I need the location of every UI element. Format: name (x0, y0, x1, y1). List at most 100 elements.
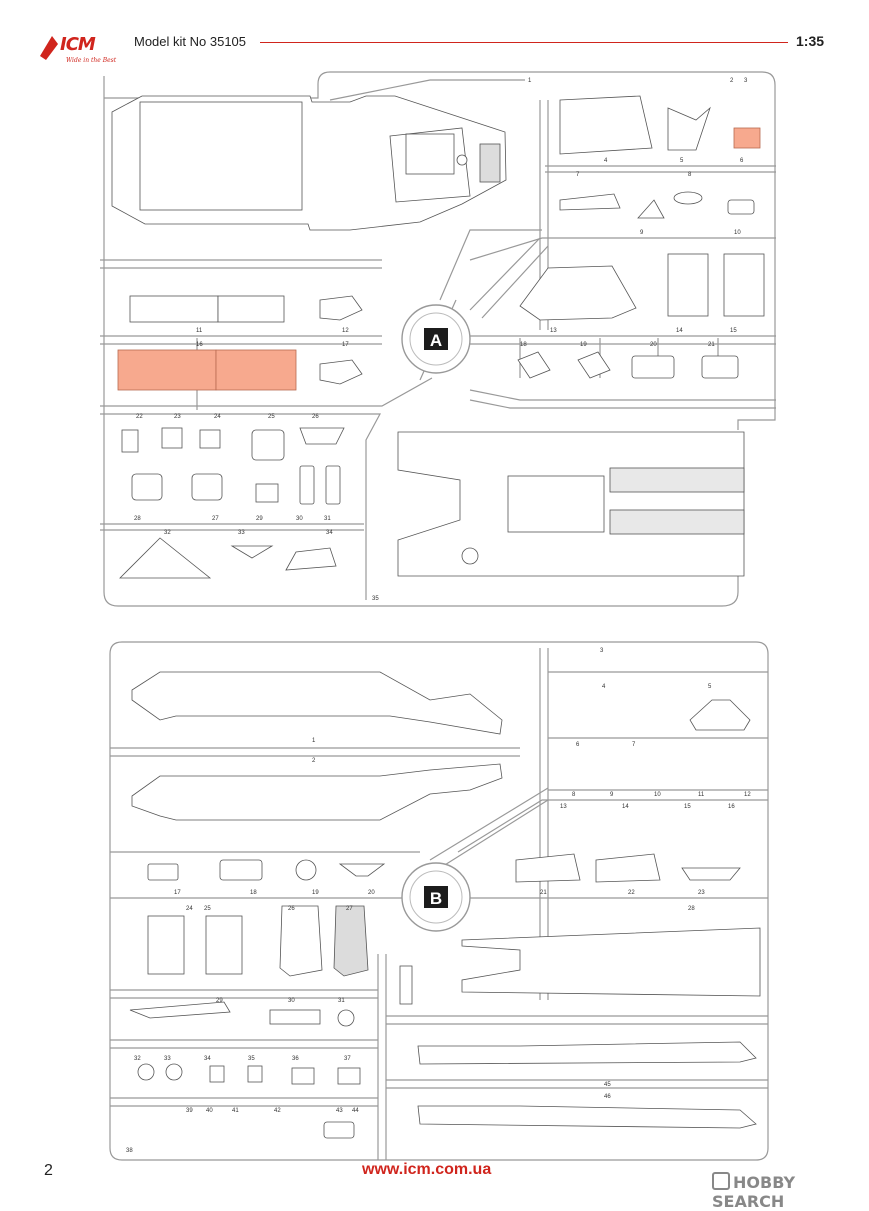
svg-text:35: 35 (248, 1056, 255, 1062)
kit-scale: 1:35 (796, 33, 825, 49)
svg-text:7: 7 (632, 742, 636, 748)
svg-text:33: 33 (238, 530, 245, 536)
svg-text:37: 37 (344, 1056, 351, 1062)
sprue-a-parts (111, 95, 765, 579)
svg-text:13: 13 (550, 328, 557, 334)
svg-text:28: 28 (134, 516, 141, 522)
svg-text:14: 14 (676, 328, 683, 334)
svg-text:5: 5 (708, 684, 712, 690)
svg-text:25: 25 (268, 414, 275, 420)
sprue-b-label-box (424, 886, 448, 908)
svg-text:27: 27 (346, 906, 353, 912)
svg-text:14: 14 (622, 804, 629, 810)
svg-text:20: 20 (368, 890, 375, 896)
svg-text:34: 34 (204, 1056, 211, 1062)
svg-text:33: 33 (164, 1056, 171, 1062)
brand-logo-text: ICM (60, 34, 96, 55)
svg-text:42: 42 (274, 1108, 281, 1114)
svg-text:41: 41 (232, 1108, 239, 1114)
svg-text:8: 8 (688, 172, 692, 178)
svg-text:44: 44 (352, 1108, 359, 1114)
part-number-labels: 1 2 3 4 5 6 7 8 9 10 11 12 13 14 15 16 1… (126, 78, 751, 1154)
sprue-b-parts (129, 671, 761, 1139)
svg-text:1: 1 (312, 738, 316, 744)
sprue-a-label-box (424, 328, 448, 350)
svg-text:18: 18 (250, 890, 257, 896)
svg-text:17: 17 (174, 890, 181, 896)
page-header: ICM Wide in the Best Model kit No 35105 … (0, 0, 869, 64)
svg-text:8: 8 (572, 792, 576, 798)
svg-text:16: 16 (728, 804, 735, 810)
svg-text:19: 19 (580, 342, 587, 348)
svg-text:31: 31 (324, 516, 331, 522)
sprue-a-frame (100, 71, 776, 607)
svg-text:23: 23 (174, 414, 181, 420)
svg-text:12: 12 (342, 328, 349, 334)
svg-text:7: 7 (576, 172, 580, 178)
svg-text:9: 9 (640, 230, 644, 236)
svg-text:35: 35 (372, 596, 379, 602)
svg-text:38: 38 (126, 1148, 133, 1154)
svg-text:43: 43 (336, 1108, 343, 1114)
svg-text:10: 10 (734, 230, 741, 236)
svg-text:36: 36 (292, 1056, 299, 1062)
sprue-b-frame (109, 641, 769, 1161)
watermark-logo-icon (712, 1172, 730, 1190)
svg-text:6: 6 (740, 158, 744, 164)
svg-text:26: 26 (288, 906, 295, 912)
svg-text:28: 28 (688, 906, 695, 912)
svg-text:46: 46 (604, 1094, 611, 1100)
svg-text:13: 13 (560, 804, 567, 810)
svg-text:40: 40 (206, 1108, 213, 1114)
svg-text:25: 25 (204, 906, 211, 912)
icm-logo-icon (40, 36, 58, 60)
model-kit-number: Model kit No 35105 (134, 34, 247, 49)
svg-text:15: 15 (730, 328, 737, 334)
svg-text:15: 15 (684, 804, 691, 810)
svg-text:24: 24 (186, 906, 193, 912)
svg-text:24: 24 (214, 414, 221, 420)
svg-text:45: 45 (604, 1082, 611, 1088)
svg-text:23: 23 (698, 890, 705, 896)
page-number: 2 (44, 1162, 53, 1179)
svg-text:3: 3 (744, 78, 748, 84)
website-link[interactable]: www.icm.com.ua (362, 1161, 492, 1178)
svg-text:32: 32 (164, 530, 171, 536)
svg-text:2: 2 (730, 78, 734, 84)
svg-text:27: 27 (212, 516, 219, 522)
svg-text:30: 30 (296, 516, 303, 522)
highlighted-part-a16-right (215, 349, 297, 391)
svg-text:3: 3 (600, 648, 604, 654)
svg-text:32: 32 (134, 1056, 141, 1062)
highlighted-part-a6 (733, 127, 761, 149)
svg-text:29: 29 (256, 516, 263, 522)
svg-text:22: 22 (136, 414, 143, 420)
svg-text:11: 11 (698, 792, 705, 798)
svg-text:5: 5 (680, 158, 684, 164)
svg-text:12: 12 (744, 792, 751, 798)
svg-text:19: 19 (312, 890, 319, 896)
svg-text:39: 39 (186, 1108, 193, 1114)
hobby-search-watermark: HOBBY SEARCH (712, 1172, 869, 1211)
svg-text:17: 17 (342, 342, 349, 348)
svg-text:4: 4 (604, 158, 608, 164)
sprue-b-letter: B (430, 889, 442, 908)
svg-text:16: 16 (196, 342, 203, 348)
svg-text:29: 29 (216, 998, 223, 1004)
brand-slogan: Wide in the Best (66, 57, 117, 64)
svg-text:11: 11 (196, 328, 203, 334)
sprue-a-letter: A (430, 331, 442, 350)
highlighted-part-a16-left (117, 349, 217, 391)
svg-text:6: 6 (576, 742, 580, 748)
svg-text:21: 21 (708, 342, 715, 348)
svg-text:10: 10 (654, 792, 661, 798)
svg-text:30: 30 (288, 998, 295, 1004)
svg-text:1: 1 (528, 78, 532, 84)
svg-text:9: 9 (610, 792, 614, 798)
svg-text:34: 34 (326, 530, 333, 536)
svg-text:18: 18 (520, 342, 527, 348)
svg-text:4: 4 (602, 684, 606, 690)
svg-text:21: 21 (540, 890, 547, 896)
svg-text:31: 31 (338, 998, 345, 1004)
